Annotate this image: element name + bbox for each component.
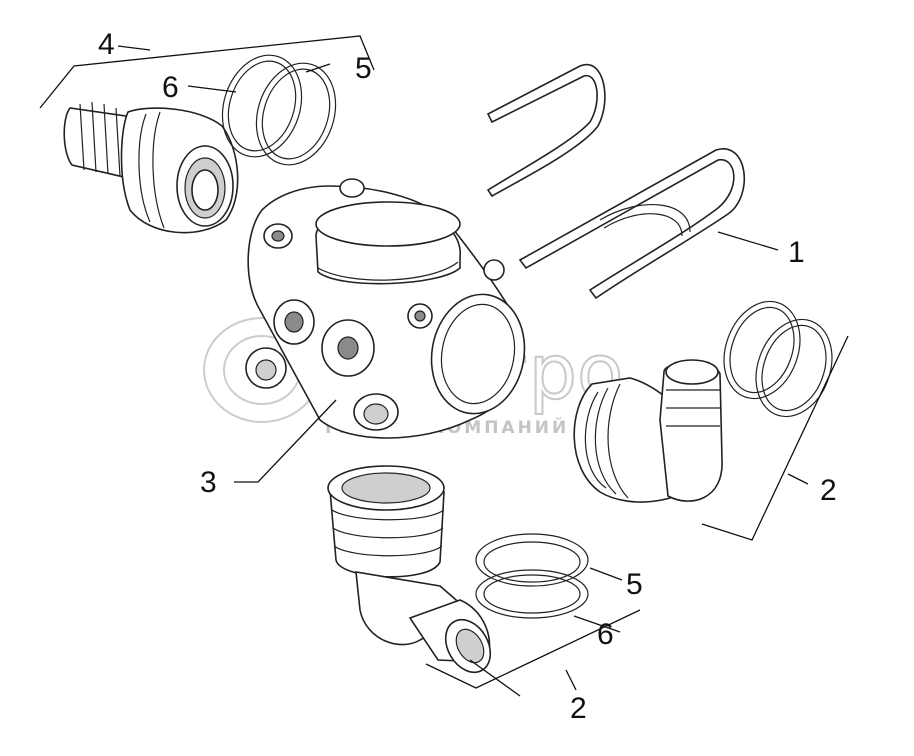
leader-lines — [39, 35, 849, 697]
o-ring-part-6-lower — [475, 569, 589, 619]
callout-4: 4 — [98, 28, 115, 61]
valve-body-part-3 — [245, 178, 526, 439]
o-ring-right-outer — [723, 300, 801, 400]
callout-labels: 4 6 5 1 2 3 5 6 2 — [98, 28, 837, 725]
callout-6-lower: 6 — [597, 618, 614, 651]
elbow-fitting-part-2-right — [573, 359, 723, 503]
elbow-fitting-part-2-bottom — [327, 465, 492, 674]
o-ring-part-5-lower — [475, 533, 589, 587]
u-pin-part-1 — [486, 63, 746, 300]
callout-5-upper: 5 — [355, 52, 372, 85]
callout-6-upper: 6 — [162, 71, 179, 104]
callout-2-right: 2 — [820, 474, 837, 507]
callout-2-bottom: 2 — [570, 692, 587, 725]
fitting-part-4 — [63, 101, 239, 234]
callout-5-lower: 5 — [626, 568, 643, 601]
callout-1: 1 — [788, 236, 805, 269]
callout-3: 3 — [200, 466, 217, 499]
o-ring-part-6-upper — [221, 54, 303, 158]
